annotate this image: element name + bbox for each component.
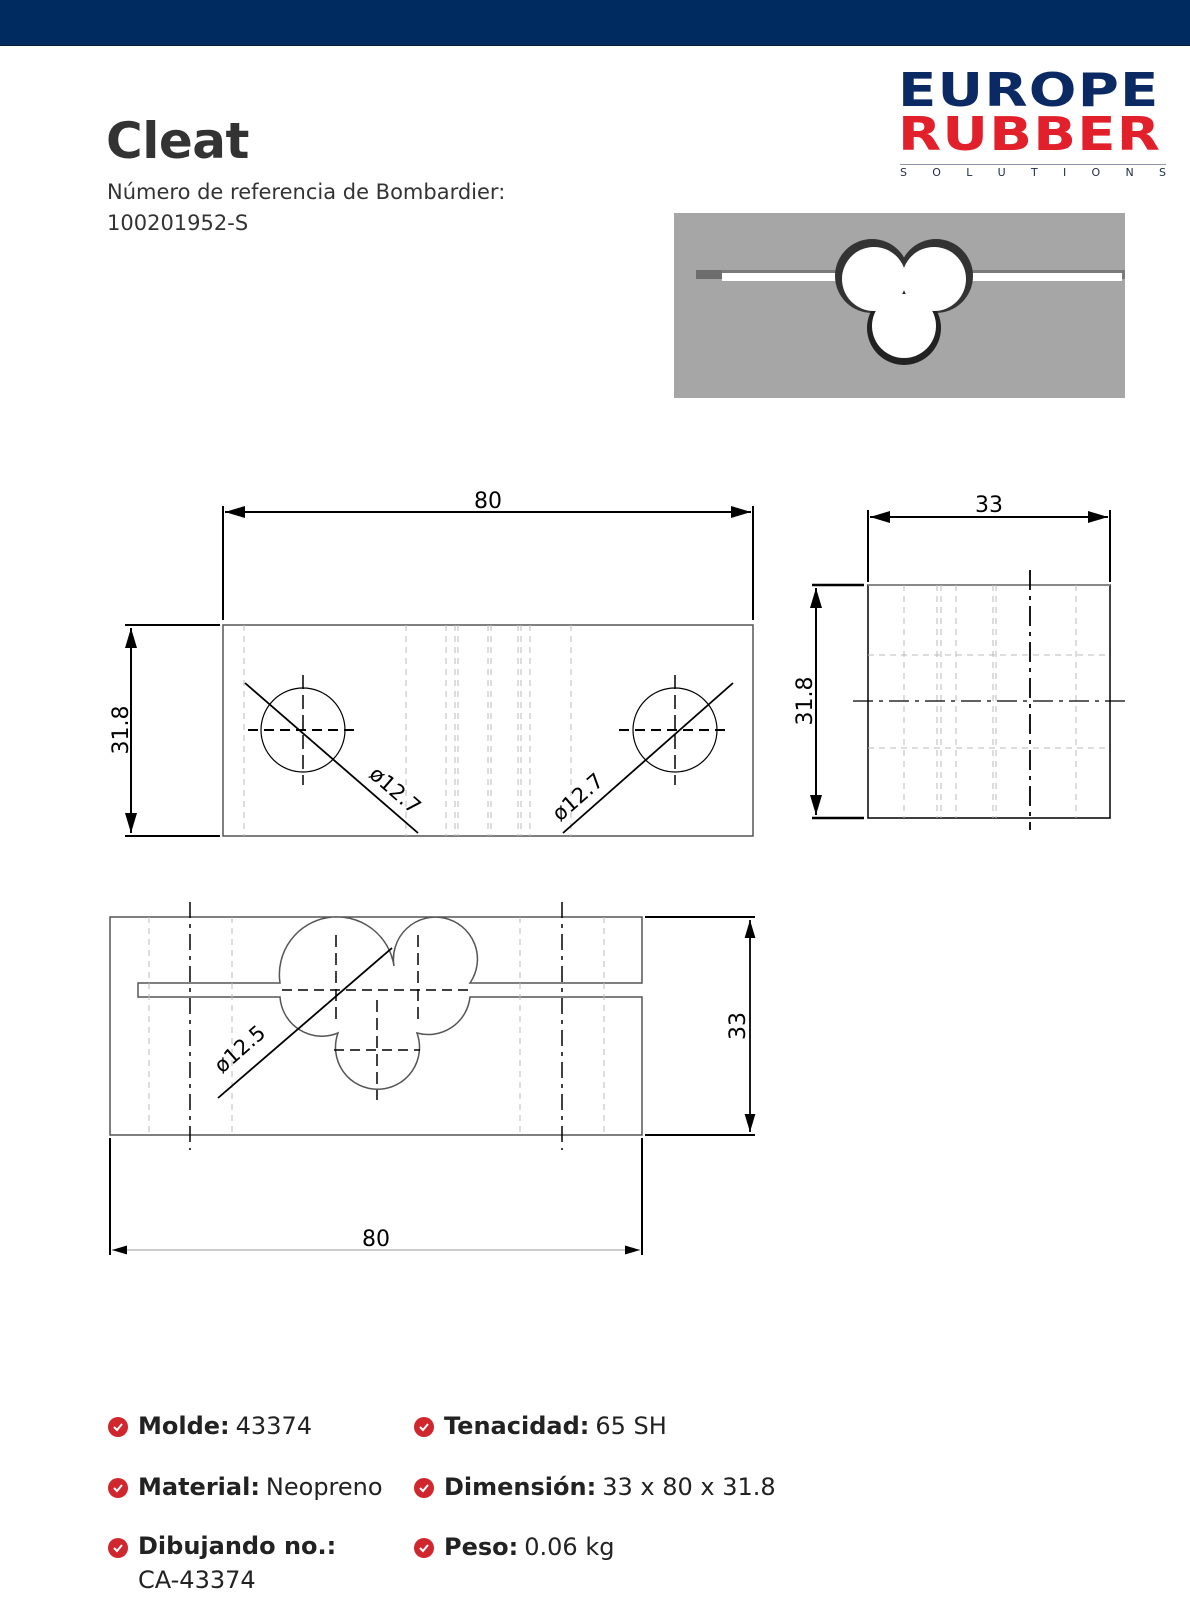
technical-drawing: 80 31.8 ø12.7 ø12.7 33 31.8 [0, 470, 1190, 1270]
spec-molde: Molde:43374 [108, 1412, 312, 1440]
product-3d-render [674, 213, 1125, 398]
top-height-dim: 33 [726, 1012, 751, 1040]
side-height-dim: 31.8 [793, 677, 818, 726]
check-icon [108, 1478, 128, 1498]
front-hole-right-dim: ø12.7 [548, 769, 609, 826]
reference-number: 100201952-S [107, 211, 249, 235]
front-height-dim: 31.8 [109, 706, 134, 755]
spec-tenacidad: Tenacidad:65 SH [414, 1412, 667, 1440]
logo-solutions-text: S O L U T I O N S [900, 166, 1166, 179]
europe-rubber-logo: EUROPE RUBBER S O L U T I O N S [898, 67, 1170, 180]
check-icon [414, 1538, 434, 1558]
side-view [810, 510, 1125, 830]
check-icon [414, 1478, 434, 1498]
product-title: Cleat [106, 112, 249, 170]
cleat-render-image [674, 213, 1125, 398]
side-width-dim: 33 [975, 493, 1003, 518]
front-view [125, 506, 754, 837]
check-icon [414, 1417, 434, 1437]
check-icon [108, 1538, 128, 1558]
check-icon [108, 1417, 128, 1437]
spec-peso: Peso:0.06 kg [414, 1533, 614, 1561]
spec-dimension: Dimensión:33 x 80 x 31.8 [414, 1473, 776, 1501]
reference-block: Número de referencia de Bombardier: 1002… [107, 177, 505, 239]
logo-divider [900, 164, 1166, 165]
top-view [109, 902, 756, 1255]
spec-material: Material:Neopreno [108, 1473, 383, 1501]
reference-label: Número de referencia de Bombardier: [107, 180, 506, 204]
spec-dibujando: Dibujando no.: CA-43374 [108, 1532, 342, 1597]
top-width-dim: 80 [362, 1227, 390, 1252]
top-header-bar [0, 0, 1190, 46]
logo-rubber-text: RUBBER [898, 107, 1162, 161]
front-hole-left-dim: ø12.7 [365, 762, 426, 819]
logo-europe-text: EUROPE [898, 63, 1160, 117]
front-width-dim: 80 [474, 489, 502, 514]
top-hole-dim: ø12.5 [210, 1021, 271, 1078]
